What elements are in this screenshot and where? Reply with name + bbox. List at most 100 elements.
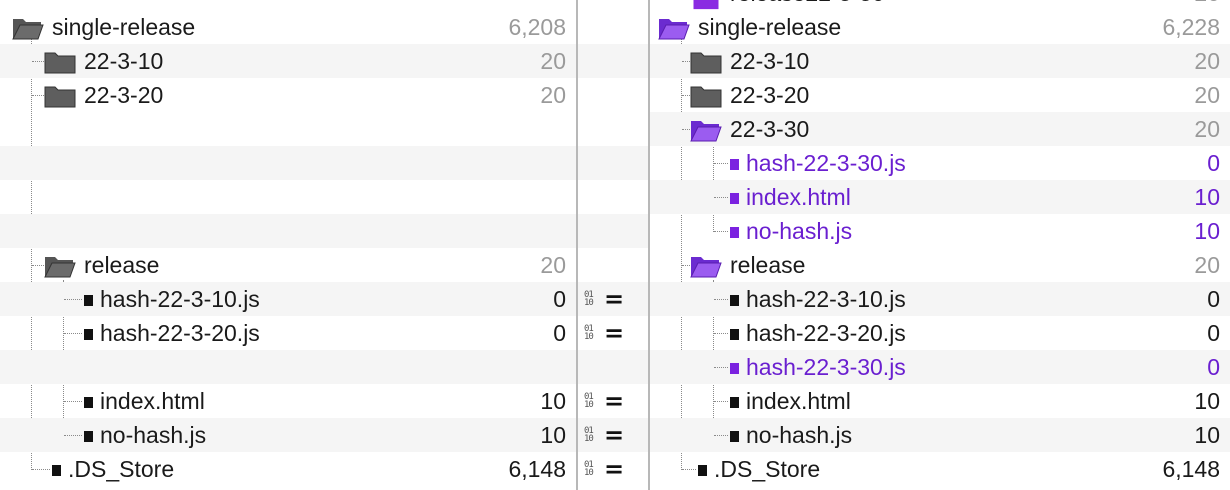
folder-label: release (84, 252, 160, 278)
tree-row[interactable]: hash-22-3-30.js 0 (650, 350, 1230, 384)
file-size: 10 (1194, 218, 1220, 244)
tree-row[interactable]: hash-22-3-20.js 0 (650, 316, 1230, 350)
tree-line (714, 299, 728, 300)
empty-row (578, 146, 648, 180)
open-folder-icon (12, 19, 44, 40)
tree-row[interactable]: index.html 10 (0, 384, 576, 418)
folder-size: 20 (540, 252, 566, 278)
tree-row[interactable]: hash-22-3-10.js 0 (650, 282, 1230, 316)
open-folder-icon (44, 257, 76, 278)
file-label: hash-22-3-20.js (100, 320, 260, 346)
folder-size: 20 (1194, 0, 1220, 10)
left-folder-pane[interactable]: single-release 6,208 22-3-10 20 22-3-20 … (0, 0, 576, 490)
file-icon (84, 397, 93, 408)
file-size: 10 (540, 422, 566, 448)
tree-line (31, 34, 32, 470)
empty-row (578, 350, 648, 384)
tree-row[interactable]: no-hash.js 10 (650, 214, 1230, 248)
tree-row[interactable]: index.html 10 (650, 384, 1230, 418)
tree-line (714, 197, 728, 198)
tree-line (32, 469, 50, 470)
tree-row[interactable]: release 20 (650, 248, 1230, 282)
file-size: 0 (553, 320, 566, 346)
folder-icon (693, 0, 719, 10)
folder-label: 22-3-10 (730, 48, 810, 74)
tree-row[interactable]: release 20 (0, 248, 576, 282)
tree-line (682, 61, 690, 62)
tree-row[interactable]: no-hash.js 10 (0, 418, 576, 452)
tree-line (714, 333, 728, 334)
tree-line (714, 163, 728, 164)
file-size: 0 (553, 286, 566, 312)
open-folder-icon (690, 257, 722, 278)
right-folder-pane[interactable]: release22-3-30 20 single-release 6,228 2… (650, 0, 1230, 490)
file-label: index.html (746, 184, 851, 210)
tree-line (682, 469, 696, 470)
equal-icon: = (604, 285, 625, 313)
equal-icon: = (604, 421, 625, 449)
folder-label: single-release (52, 14, 196, 40)
folder-label: release22-3-30 (730, 0, 885, 10)
file-size: 6,148 (508, 456, 566, 482)
tree-row[interactable]: hash-22-3-10.js 0 (0, 282, 576, 316)
tree-line (714, 367, 728, 368)
folder-label: 22-3-10 (84, 48, 164, 74)
tree-row[interactable]: 22-3-30 20 (650, 112, 1230, 146)
folder-size: 20 (540, 48, 566, 74)
file-icon (730, 295, 739, 306)
folder-label: release (730, 252, 806, 278)
tree-row[interactable]: .DS_Store 6,148 (650, 452, 1230, 486)
tree-line (681, 34, 682, 470)
open-folder-icon (658, 19, 690, 40)
equal-icon: = (604, 319, 625, 347)
tree-row[interactable]: hash-22-3-30.js 0 (650, 146, 1230, 180)
file-label: .DS_Store (68, 456, 175, 482)
tree-line (32, 95, 44, 96)
tree-row[interactable]: 22-3-10 20 (0, 44, 576, 78)
file-label: hash-22-3-10.js (746, 286, 906, 312)
open-folder-icon (690, 121, 722, 142)
empty-row (578, 44, 648, 78)
tree-line (682, 265, 690, 266)
folder-icon (44, 86, 76, 108)
folder-icon (690, 52, 722, 74)
pane-divider[interactable] (648, 0, 650, 490)
folder-size: 20 (540, 82, 566, 108)
file-icon (84, 329, 93, 340)
file-size: 0 (1207, 150, 1220, 176)
folder-label: single-release (698, 14, 842, 40)
tree-row[interactable]: hash-22-3-20.js 0 (0, 316, 576, 350)
tree-row[interactable]: index.html 10 (650, 180, 1230, 214)
empty-row (0, 214, 576, 248)
tree-row[interactable]: .DS_Store 6,148 (0, 452, 576, 486)
tree-row[interactable]: single-release 6,228 (650, 10, 1230, 44)
tree-row[interactable]: 22-3-20 20 (0, 78, 576, 112)
tree-line (714, 435, 728, 436)
partial-row[interactable]: release22-3-30 20 (650, 0, 1230, 10)
equal-icon: = (604, 387, 625, 415)
tree-row[interactable]: single-release 6,208 (0, 10, 576, 44)
file-label: index.html (746, 388, 851, 414)
tree-row[interactable]: 22-3-10 20 (650, 44, 1230, 78)
file-icon (52, 465, 61, 476)
tree-row[interactable]: no-hash.js 10 (650, 418, 1230, 452)
file-label: index.html (100, 388, 205, 414)
file-label: .DS_Store (714, 456, 821, 482)
tree-row[interactable]: 22-3-20 20 (650, 78, 1230, 112)
file-icon (84, 431, 93, 442)
tree-line (64, 401, 82, 402)
folder-icon (44, 52, 76, 74)
pane-divider[interactable] (576, 0, 578, 490)
file-size: 10 (1194, 184, 1220, 210)
folder-size: 6,228 (1162, 14, 1220, 40)
folder-size: 20 (1194, 252, 1220, 278)
